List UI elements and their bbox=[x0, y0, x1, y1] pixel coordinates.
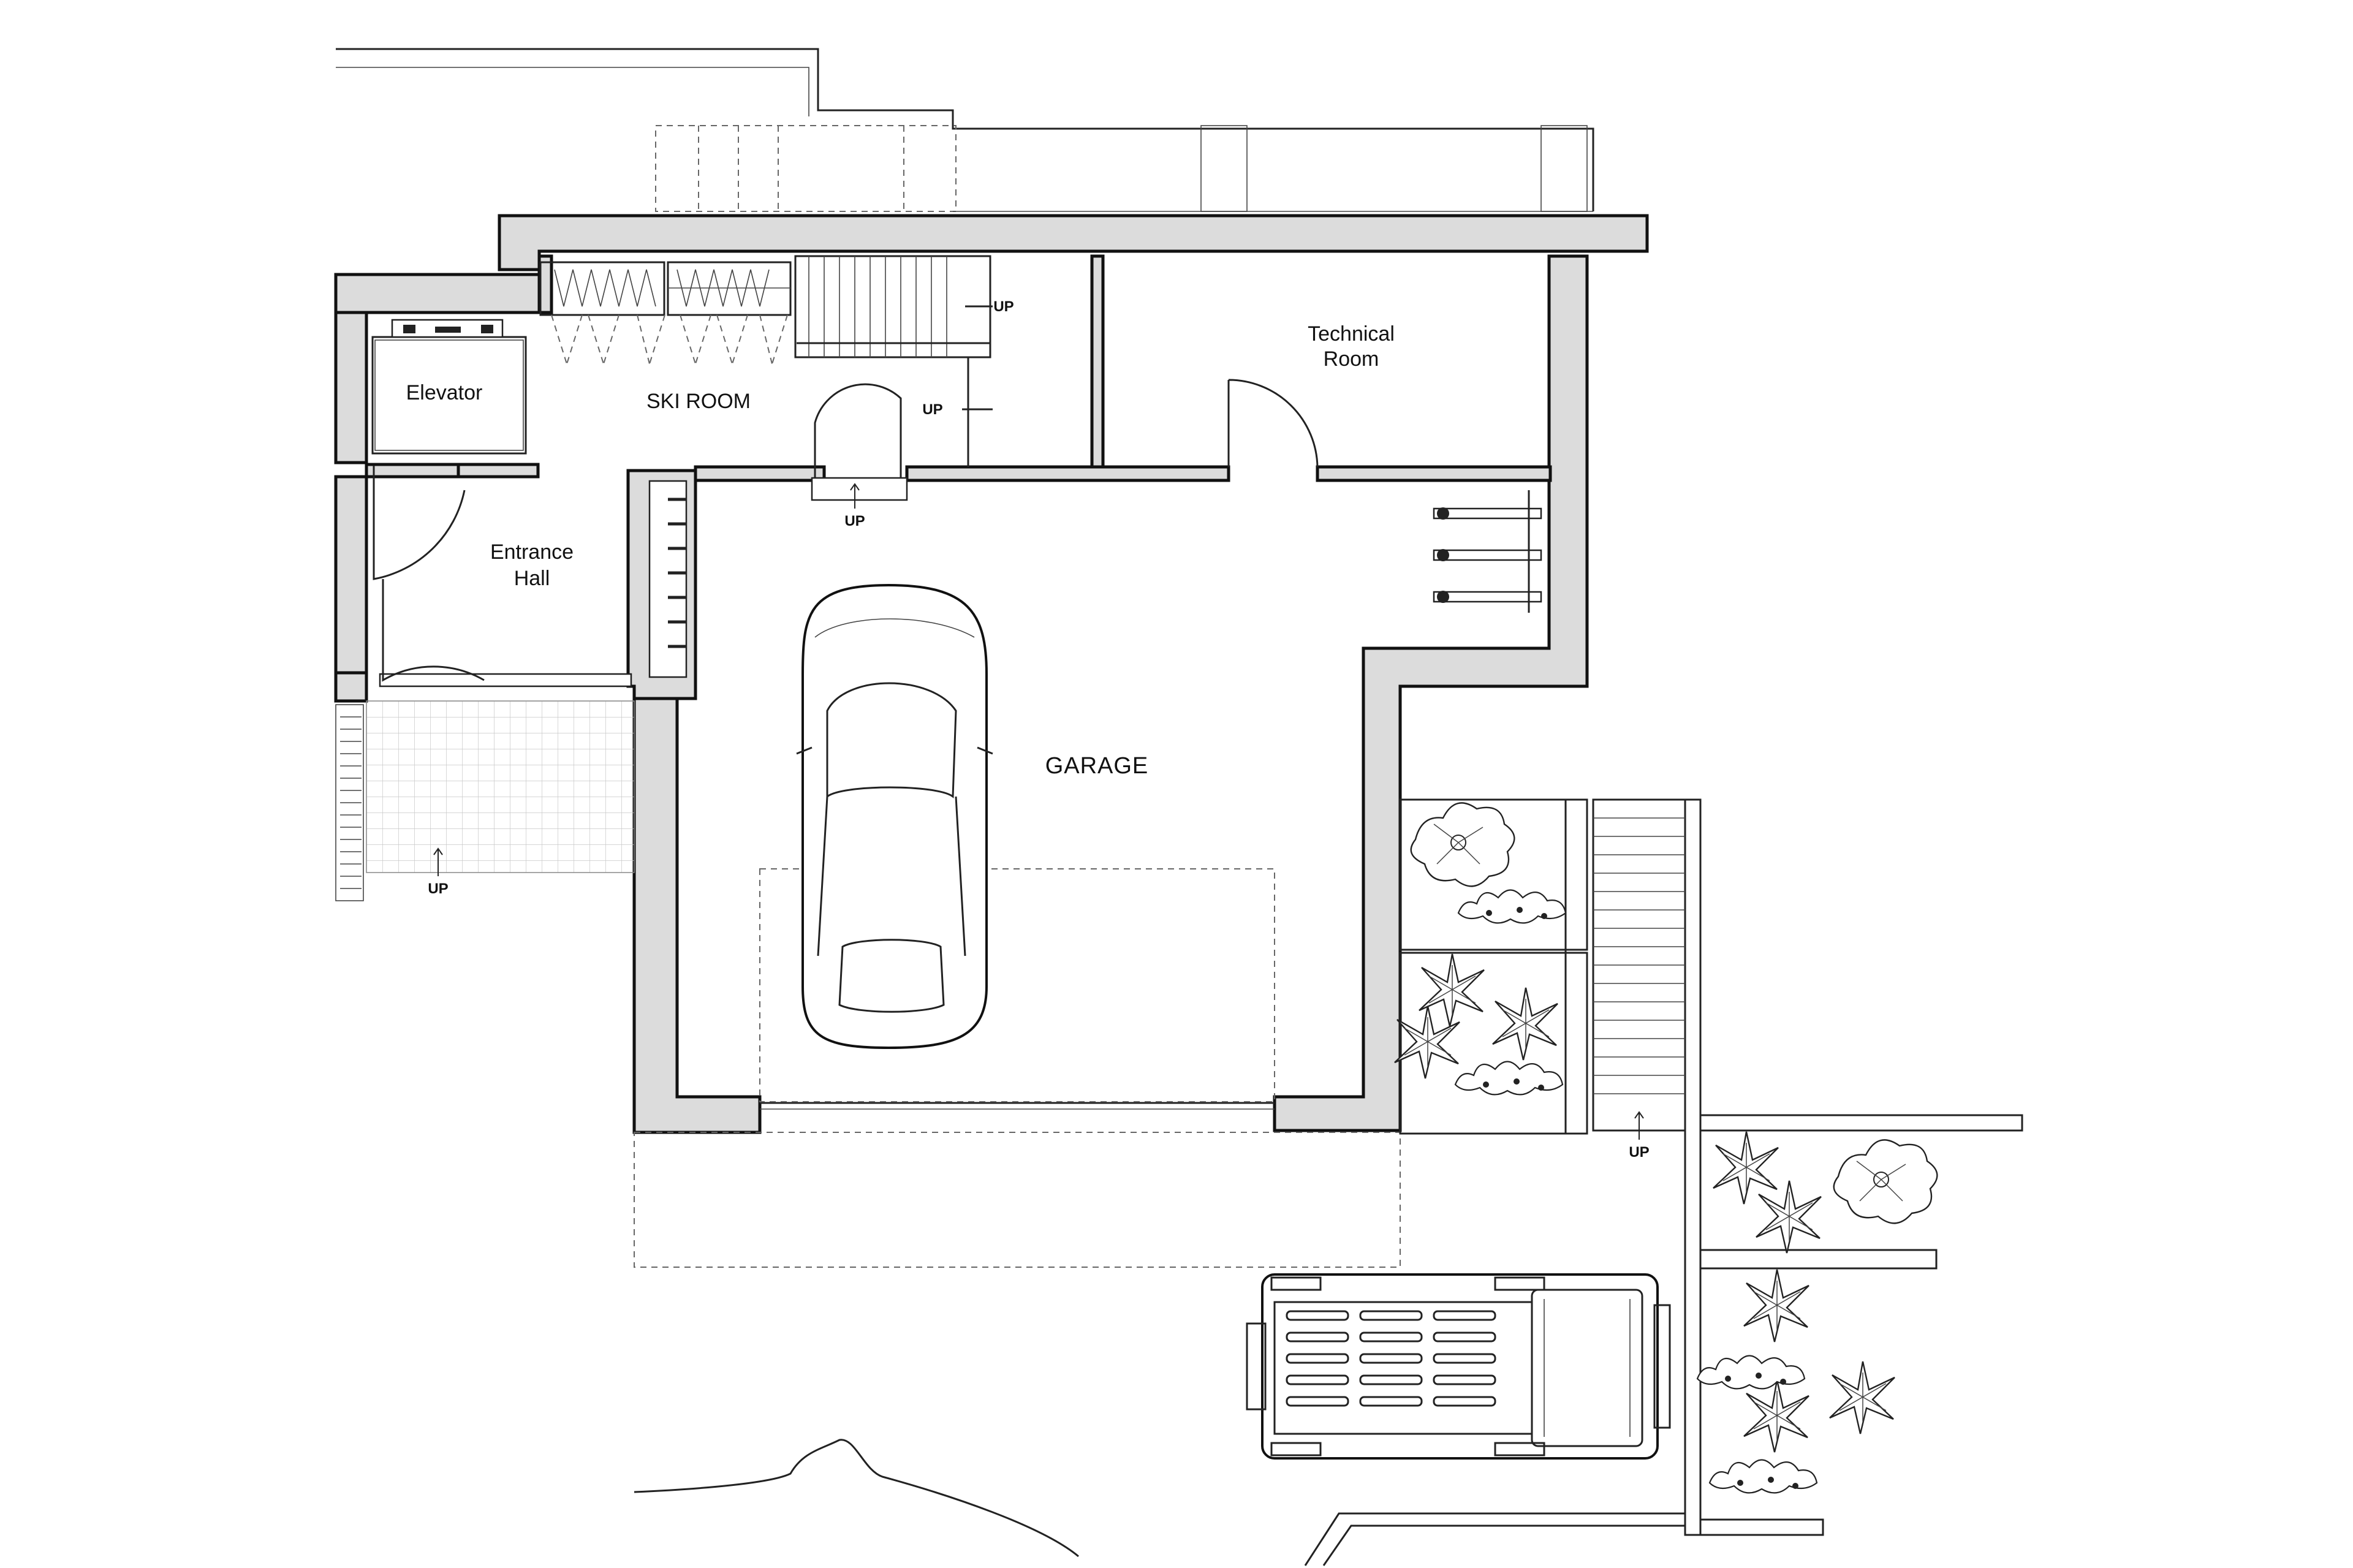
up-marker-ski-door: UP bbox=[844, 513, 865, 529]
interior-lines bbox=[335, 255, 2023, 1566]
technical-room-label-line2: Room bbox=[1324, 347, 1379, 371]
technical-room-label-line1: Technical bbox=[1308, 322, 1395, 346]
direction-arrows bbox=[433, 483, 1644, 1140]
garage-label: GARAGE bbox=[1045, 753, 1149, 779]
ski-racks bbox=[1433, 490, 1542, 613]
up-marker-exterior-stair: UP bbox=[1629, 1144, 1649, 1161]
entrance-hall-label-line1: Entrance bbox=[490, 540, 574, 564]
up-marker-stair-top: UP bbox=[993, 298, 1014, 315]
entrance-hall-label-line2: Hall bbox=[514, 567, 550, 590]
parked-suv bbox=[1246, 1273, 1671, 1460]
ski-room-label: SKI ROOM bbox=[646, 390, 751, 413]
upper-outline bbox=[336, 48, 1594, 212]
up-marker-stair-landing: UP bbox=[922, 401, 942, 418]
elevator-label: Elevator bbox=[406, 381, 483, 404]
up-marker-entrance: UP bbox=[428, 881, 448, 897]
garage-car bbox=[796, 583, 993, 1050]
